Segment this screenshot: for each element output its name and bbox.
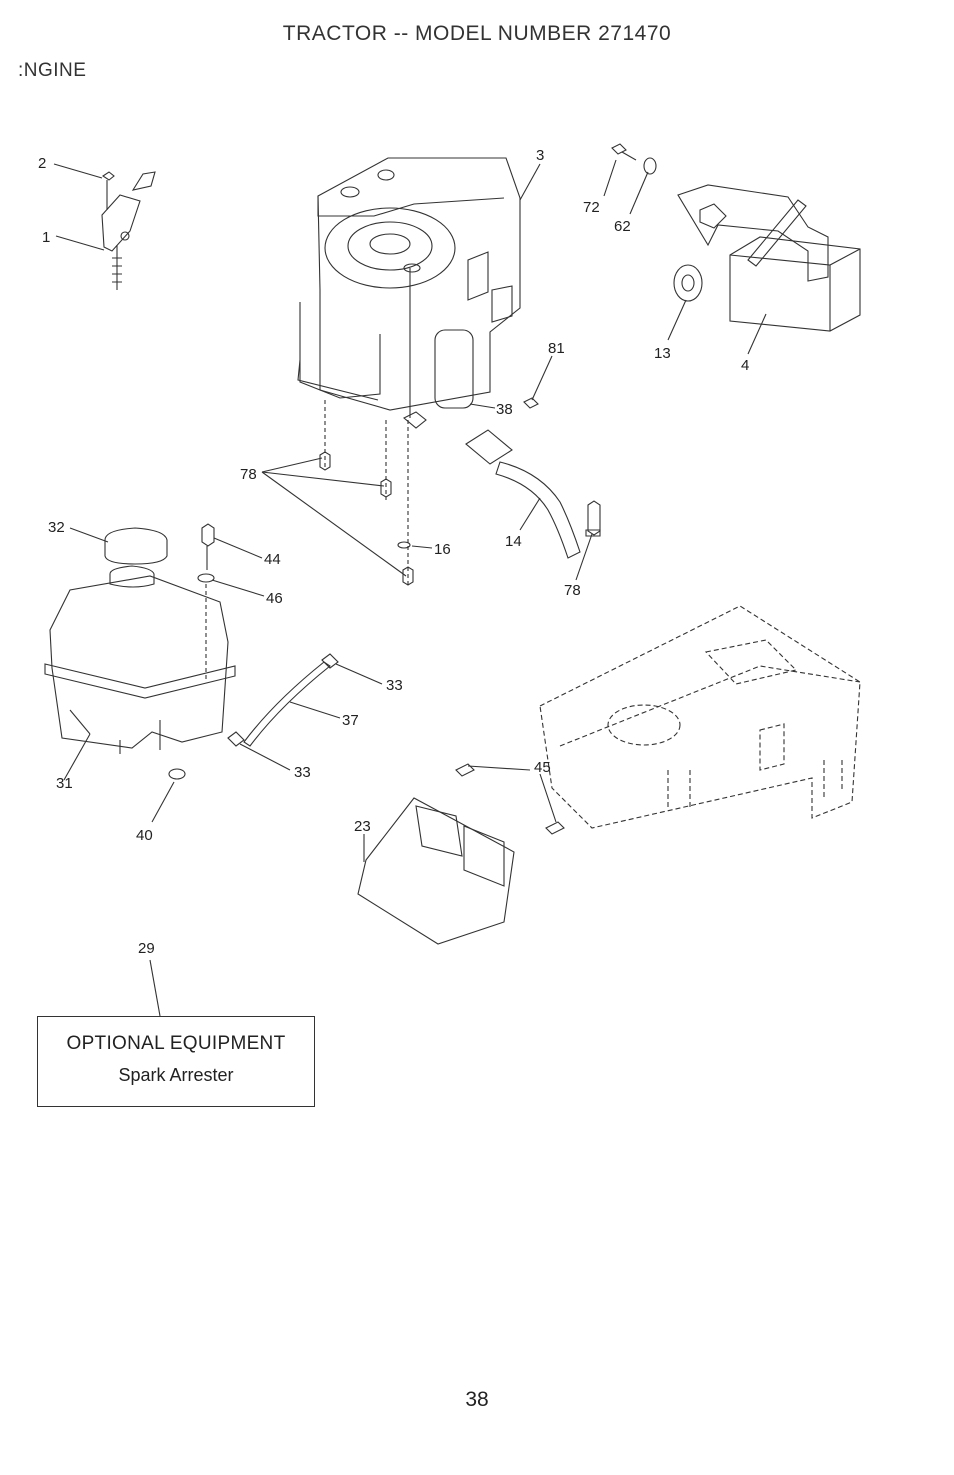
section-heading: :NGINE	[18, 60, 87, 81]
callout-45: 45	[534, 759, 551, 776]
callout-78-fitting: 78	[564, 582, 581, 599]
mounting-bolts-drawing	[324, 400, 409, 585]
callout-2: 2	[38, 155, 46, 172]
callout-labels: 2 1 3 72 62 13 4 81 38 78 16 14 78 32 44…	[38, 147, 749, 957]
callout-32: 32	[48, 519, 65, 536]
engine-drawing	[297, 157, 521, 429]
callout-14: 14	[505, 533, 522, 550]
callout-78-engine: 78	[240, 466, 257, 483]
callout-44: 44	[264, 551, 281, 568]
callout-33-lower: 33	[294, 764, 311, 781]
callout-23: 23	[354, 818, 371, 835]
optional-equipment-box: OPTIONAL EQUIPMENT Spark Arrester	[37, 1016, 315, 1107]
callout-81: 81	[548, 340, 565, 357]
callout-31: 31	[56, 775, 73, 792]
callout-37: 37	[342, 712, 359, 729]
callout-3: 3	[536, 147, 544, 164]
fuel-tank-drawing	[44, 527, 236, 780]
fuel-hose-drawing	[227, 653, 339, 747]
leader-lines	[53, 159, 767, 1017]
heat-shield-drawing	[357, 763, 565, 945]
page-number: 38	[465, 1388, 489, 1411]
callout-38: 38	[496, 401, 513, 418]
callout-1: 1	[42, 229, 50, 246]
callout-33-upper: 33	[386, 677, 403, 694]
callout-62: 62	[614, 218, 631, 235]
fuel-line-drawing	[465, 397, 601, 559]
callout-72: 72	[583, 199, 600, 216]
optional-equipment-heading: OPTIONAL EQUIPMENT	[66, 1033, 286, 1054]
callout-46: 46	[266, 590, 283, 607]
muffler-drawing	[611, 143, 861, 332]
callout-40: 40	[136, 827, 153, 844]
callout-29: 29	[138, 940, 155, 957]
optional-equipment-item: Spark Arrester	[118, 1065, 234, 1085]
callout-13: 13	[654, 345, 671, 362]
chassis-drawing	[539, 605, 861, 829]
page-title: TRACTOR -- MODEL NUMBER 271470	[282, 22, 672, 45]
callout-4: 4	[741, 357, 749, 374]
throttle-control-drawing	[101, 171, 156, 290]
callout-16: 16	[434, 541, 451, 558]
tank-bolt-drawing	[197, 523, 215, 680]
